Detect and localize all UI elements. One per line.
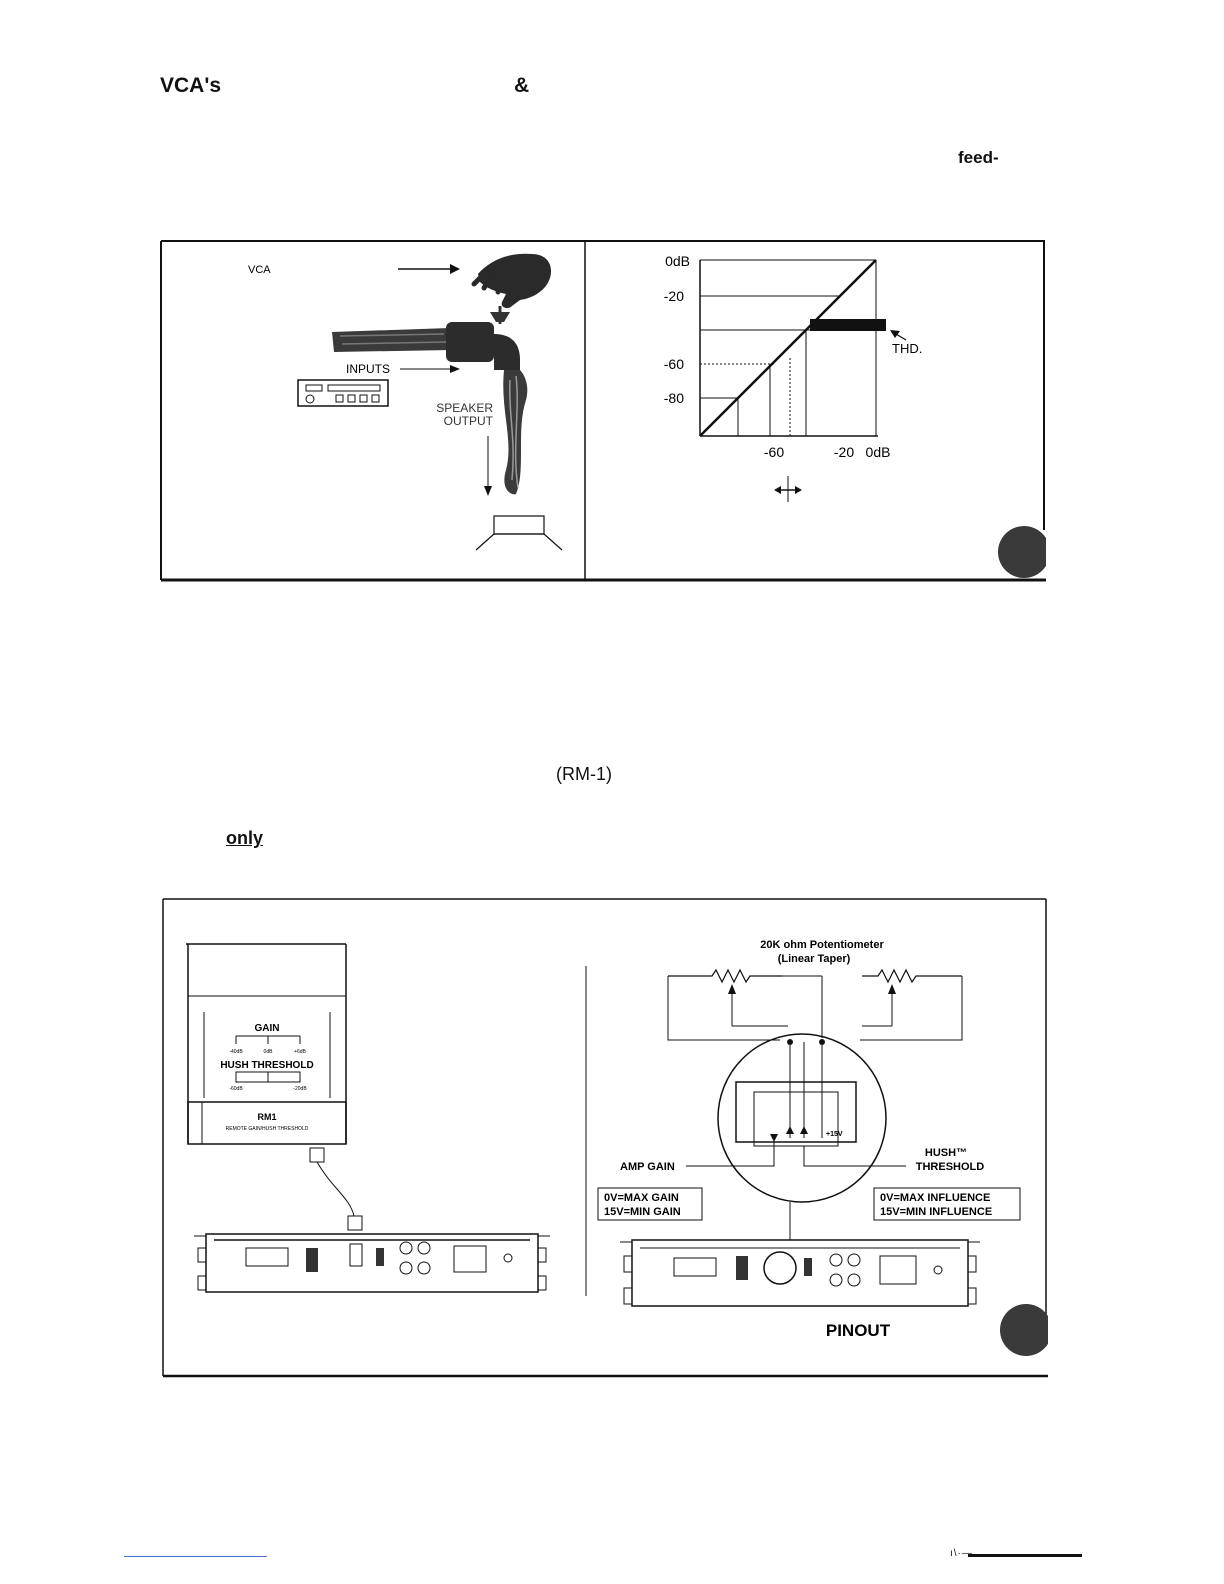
influence-box-line2: 15V=MIN INFLUENCE [880, 1206, 992, 1218]
rm1-hush-min: -60dB [229, 1086, 243, 1092]
rm1-subtitle: REMOTE GAIN/HUSH THRESHOLD [226, 1126, 309, 1132]
head-unit-icon [297, 379, 389, 407]
footer-rule [968, 1554, 1082, 1557]
thd-label: THD. [892, 341, 922, 356]
adjust-arrows-icon [774, 476, 802, 502]
potentiometer-schematic: 20K ohm Potentiometer (Linear Taper) [597, 939, 1021, 1248]
speaker-label-line1: SPEAKER [436, 401, 493, 415]
inputs-label: INPUTS [346, 362, 390, 376]
footer-mark: ı\·— [950, 1548, 973, 1559]
amplifier-left [194, 1233, 550, 1293]
pot-left-resistor-icon [668, 968, 782, 984]
amp-gain-label: AMP GAIN [620, 1161, 675, 1173]
connector-zoom-circle [717, 1033, 887, 1203]
x-tick-20: -20 [834, 444, 854, 460]
pot-subtitle: (Linear Taper) [778, 953, 851, 965]
rm1-model-label: RM1 [257, 1112, 276, 1122]
rm1-hush-max: -20dB [293, 1086, 307, 1092]
rm1-gain-mid: 0dB [264, 1049, 274, 1055]
section-heading: VCA's [160, 74, 222, 97]
footer-link-rule [124, 1556, 267, 1557]
rm1-hush-label: HUSH THRESHOLD [220, 1060, 313, 1071]
rm1-gain-label: GAIN [255, 1023, 280, 1034]
figure-remote-wiring: GAIN -40dB 0dB +6dB HUSH THRESHOLD -60dB… [162, 898, 1052, 1380]
speaker-label-line2: OUTPUT [444, 414, 494, 428]
influence-box-line1: 0V=MAX INFLUENCE [880, 1192, 990, 1204]
water-stream [503, 370, 528, 495]
y-tick-80: -80 [664, 390, 684, 406]
x-tick-0db: 0dB [866, 444, 891, 460]
y-tick-20: -20 [664, 288, 684, 304]
rm1-gain-min: -40dB [229, 1049, 243, 1055]
brand-logo-icon [998, 526, 1050, 578]
body-text-feed: feed- [958, 148, 999, 167]
brand-logo-icon [1000, 1304, 1052, 1356]
vca-label: VCA [248, 264, 271, 276]
rm1-remote-unit: GAIN -40dB 0dB +6dB HUSH THRESHOLD -60dB… [186, 943, 363, 1231]
body-text-only-emphasis: only [226, 828, 264, 848]
pot-right-resistor-icon [862, 968, 962, 984]
transfer-graph: 0dB -20 -60 -80 -60 -20 0dB THD. [664, 253, 922, 502]
x-tick-60: -60 [764, 444, 784, 460]
y-tick-60: -60 [664, 356, 684, 372]
connector-plus15v: +15V [826, 1131, 843, 1138]
threshold-label: THRESHOLD [916, 1161, 985, 1173]
figure-vca-transfer: VCA [160, 240, 1050, 582]
transfer-line [699, 259, 877, 437]
pot-title: 20K ohm Potentiometer [760, 939, 884, 951]
gain-box-line1: 0V=MAX GAIN [604, 1192, 679, 1204]
y-tick-0db: 0dB [665, 253, 690, 269]
gain-box-line2: 15V=MIN GAIN [604, 1206, 681, 1218]
rm1-gain-max: +6dB [294, 1049, 306, 1055]
thd-region [810, 319, 886, 331]
amplifier-right [620, 1239, 980, 1307]
pinout-label: PINOUT [826, 1321, 891, 1340]
vca-faucet-illustration: VCA [248, 253, 563, 551]
body-text-rm1-reference: (RM-1) [556, 764, 612, 784]
speaker-icon [475, 515, 563, 551]
heading-ampersand: & [514, 74, 530, 97]
hush-tm-label: HUSH™ [925, 1147, 967, 1159]
